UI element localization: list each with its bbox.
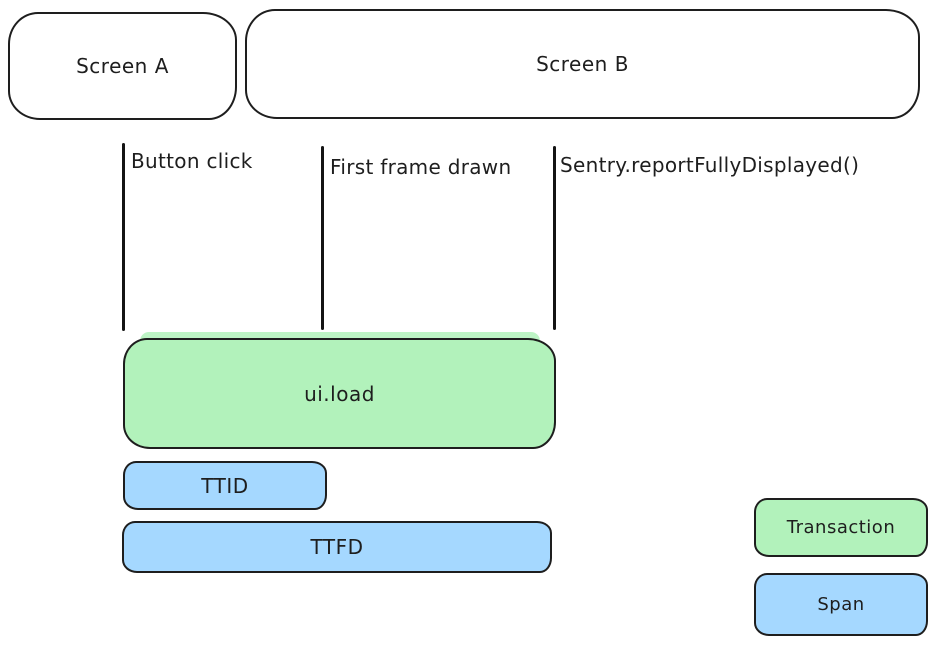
- screen-b-label: Screen B: [536, 52, 629, 76]
- ttfd-span-bar: TTFD: [122, 521, 552, 573]
- screen-a-label: Screen A: [76, 54, 169, 78]
- event-label-report-fully-displayed: Sentry.reportFullyDisplayed(): [560, 153, 860, 177]
- legend-transaction-label: Transaction: [786, 517, 896, 538]
- legend-span-label: Span: [817, 594, 865, 615]
- ui-load-label: ui.load: [304, 381, 375, 406]
- ui-load-transaction-bar: ui.load: [123, 338, 556, 449]
- screen-b-box: Screen B: [245, 9, 920, 119]
- legend-transaction-box: Transaction: [754, 498, 928, 557]
- ttfd-label: TTFD: [310, 535, 364, 559]
- ttid-label: TTID: [201, 473, 249, 498]
- legend-span-box: Span: [754, 573, 928, 636]
- event-line-report-fully-displayed: [553, 146, 556, 330]
- event-label-first-frame-drawn: First frame drawn: [330, 155, 512, 179]
- ttid-span-bar: TTID: [123, 461, 327, 510]
- event-label-button-click: Button click: [131, 149, 253, 173]
- event-line-first-frame-drawn: [321, 146, 324, 330]
- screen-a-box: Screen A: [8, 12, 237, 120]
- event-line-button-click: [122, 143, 125, 331]
